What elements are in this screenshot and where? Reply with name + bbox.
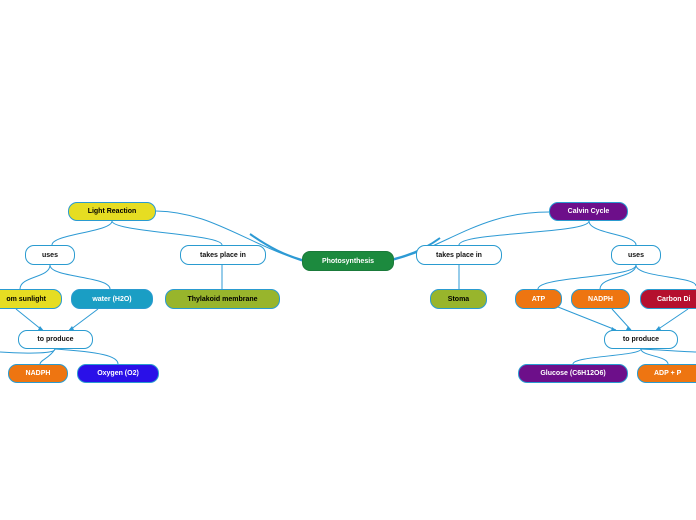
left-takes-place-label: takes place in [200, 251, 246, 259]
link-produce-glucose [572, 348, 642, 365]
light-reaction-label: Light Reaction [87, 208, 137, 215]
calvin-cycle-label: Calvin Cycle [567, 208, 610, 215]
root-label: Photosynthesis [321, 257, 375, 265]
link-produce-nadph [0, 348, 56, 354]
link-calvin-takes-place [458, 220, 590, 246]
link-produce-oxygen [54, 348, 119, 365]
node-left-uses[interactable]: uses [25, 245, 75, 265]
node-right-nadph[interactable]: NADPH [571, 289, 630, 309]
node-glucose[interactable]: Glucose (C6H12O6) [518, 364, 628, 383]
link-produce-adp [640, 348, 669, 365]
link-light-reaction-takes-place [111, 220, 223, 246]
stoma-label: Stoma [447, 295, 470, 303]
right-nadph-label: NADPH [588, 295, 613, 303]
node-carbon-dioxide[interactable]: Carbon Di [640, 289, 696, 309]
node-left-to-produce[interactable]: to produce [18, 330, 93, 349]
node-adp[interactable]: ADP + P [637, 364, 696, 383]
node-right-takes-place-in[interactable]: takes place in [416, 245, 502, 265]
link-produce-offscreen [640, 348, 696, 353]
thylakoid-label: Thylakoid membrane [187, 295, 258, 303]
arrowhead-left-2 [68, 326, 74, 331]
link-uses-sunlight [19, 264, 51, 290]
left-nadph-label: NADPH [25, 370, 51, 377]
adp-label: ADP + P [654, 370, 682, 377]
right-takes-place-label: takes place in [436, 251, 482, 259]
right-to-produce-label: to produce [622, 336, 660, 343]
link-uses-water [49, 264, 111, 290]
node-oxygen[interactable]: Oxygen (O2) [77, 364, 159, 383]
node-thylakoid-membrane[interactable]: Thylakoid membrane [165, 289, 280, 309]
carbon-label: Carbon Di [657, 295, 691, 303]
node-stoma[interactable]: Stoma [430, 289, 487, 309]
link-sunlight-produce [15, 308, 43, 331]
left-uses-label: uses [42, 251, 58, 259]
node-light-reaction[interactable]: Light Reaction [68, 202, 156, 221]
arrowhead-right-3 [655, 326, 661, 331]
node-right-uses[interactable]: uses [611, 245, 661, 265]
link-uses-atp [537, 264, 637, 290]
link-light-reaction-uses [51, 220, 113, 246]
link-uses-nadph [599, 264, 637, 290]
link-water-produce [69, 308, 99, 331]
arrowhead-right-2 [626, 326, 632, 331]
link-carbon-produce [656, 308, 689, 331]
root-node-photosynthesis[interactable]: Photosynthesis [302, 251, 394, 271]
link-atp-produce [557, 306, 617, 331]
atp-label: ATP [531, 295, 546, 303]
oxygen-label: Oxygen (O2) [97, 370, 139, 377]
link-produce-nadph-2 [39, 348, 56, 365]
link-calvin-uses [588, 220, 637, 246]
water-label: water (H2O) [92, 295, 132, 303]
arrowhead-left-1 [38, 326, 44, 331]
sunlight-label: om sunlight [6, 295, 46, 303]
link-uses-carbon [635, 264, 696, 287]
node-left-nadph[interactable]: NADPH [8, 364, 68, 383]
node-sunlight[interactable]: om sunlight [0, 289, 62, 309]
glucose-label: Glucose (C6H12O6) [540, 370, 606, 377]
right-uses-label: uses [628, 251, 644, 259]
link-root-light-reaction-thick [249, 233, 303, 261]
node-calvin-cycle[interactable]: Calvin Cycle [549, 202, 628, 221]
node-right-to-produce[interactable]: to produce [604, 330, 678, 349]
left-to-produce-label: to produce [37, 336, 74, 343]
node-left-takes-place-in[interactable]: takes place in [180, 245, 266, 265]
node-water[interactable]: water (H2O) [71, 289, 153, 309]
node-atp[interactable]: ATP [515, 289, 562, 309]
